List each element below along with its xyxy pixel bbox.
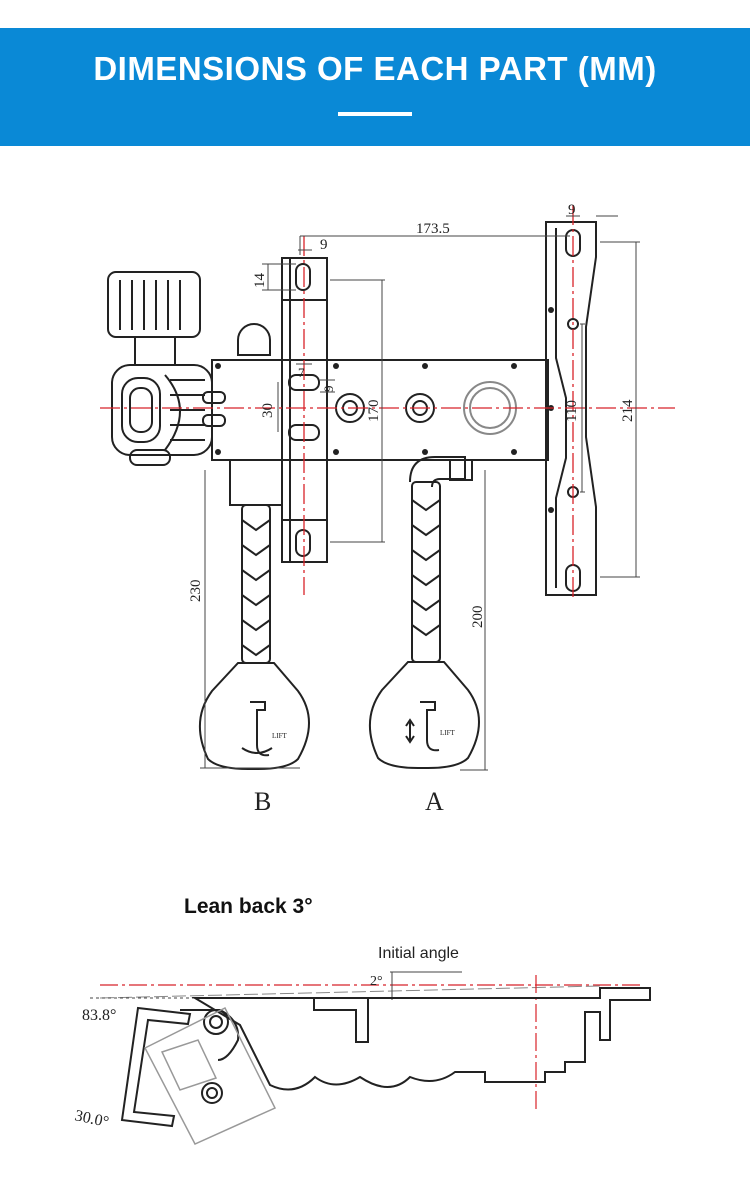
dome-bolt [237, 323, 271, 356]
lift-text: LIFT [272, 732, 288, 740]
dim-lever-a: 200 [470, 606, 486, 629]
header-banner: DIMENSIONS OF EACH PART (MM) [0, 28, 750, 146]
lever-b [198, 504, 310, 770]
angle-small: 2° [370, 974, 383, 989]
tension-knob [107, 271, 201, 366]
lever-b-mount [229, 459, 283, 506]
dim-width-top: 173.5 [416, 221, 450, 237]
angle-top: 83.8° [82, 1007, 116, 1024]
dim-slot-right: 9 [568, 202, 576, 218]
center-lines [100, 205, 675, 600]
dim-height-right-outer: 214 [620, 399, 636, 422]
side-view-labels: 2° 83.8° 30.0° [73, 974, 382, 1131]
dim-slot-height: 14 [252, 273, 268, 289]
left-housing [111, 364, 213, 466]
page-title: DIMENSIONS OF EACH PART (MM) [93, 50, 657, 87]
lever-a [368, 481, 480, 769]
lever-label-b: B [254, 787, 271, 816]
dim-lever-b: 230 [188, 580, 204, 603]
dimension-labels: 173.5 9 9 14 7 9 30 170 110 214 230 200 … [188, 202, 636, 816]
dim-height-right-inner: 110 [564, 400, 580, 422]
plate-rivets [215, 307, 554, 513]
initial-angle-label: Initial angle [378, 945, 459, 962]
dim-slot-small-h: 7 [298, 365, 305, 380]
seat-bracket [281, 257, 328, 563]
title-underline [338, 112, 412, 116]
lever-label-a: A [425, 787, 444, 816]
plate-slot [202, 414, 226, 427]
side-view [90, 971, 651, 1145]
plate-slot [202, 391, 226, 404]
dimension-lines [200, 215, 640, 771]
dim-slot-small-w: 9 [321, 386, 336, 393]
angle-bottom: 30.0° [73, 1107, 110, 1131]
dim-slot-left: 9 [320, 237, 328, 253]
lift-text: LIFT [440, 729, 456, 737]
lean-back-title: Lean back 3° [184, 895, 313, 918]
dim-height-mid: 170 [366, 400, 382, 423]
dim-slot-spacing: 30 [260, 403, 276, 418]
